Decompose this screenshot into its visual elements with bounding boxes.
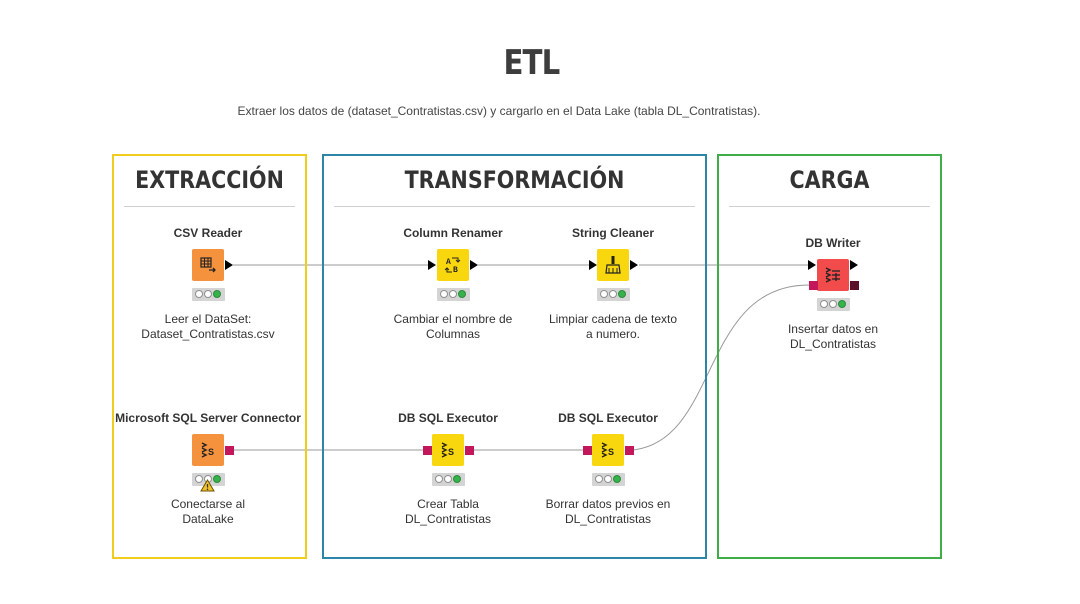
output-port[interactable]	[225, 260, 233, 270]
node-label: Microsoft SQL Server Connector	[115, 411, 301, 425]
status-indicator	[437, 288, 470, 301]
section-divider	[124, 206, 295, 207]
input-port[interactable]	[808, 260, 816, 270]
node-description: Leer el DataSet: Dataset_Contratistas.cs…	[141, 312, 275, 341]
rename-icon: A B	[444, 257, 461, 275]
section-extraccion-title: EXTRACCIÓN	[135, 166, 284, 194]
output-port[interactable]	[850, 260, 858, 270]
svg-text:S: S	[208, 447, 214, 457]
status-indicator	[592, 473, 625, 486]
db-output-port[interactable]	[465, 446, 474, 455]
database-icon: S	[441, 442, 454, 458]
node-description: Insertar datos en DL_Contratistas	[787, 322, 879, 351]
node-label: Column Renamer	[403, 226, 503, 240]
status-indicator	[817, 298, 850, 311]
output-port[interactable]	[470, 260, 478, 270]
section-carga: CARGA	[717, 154, 942, 559]
writer-icon	[825, 267, 840, 283]
node-label: DB SQL Executor	[558, 411, 658, 425]
db-input-port[interactable]	[809, 281, 818, 290]
page-title: ETL	[503, 43, 560, 83]
sql-executor-delete-node[interactable]: S	[592, 434, 624, 466]
db-input-port[interactable]	[423, 446, 432, 455]
node-label: CSV Reader	[173, 226, 243, 240]
section-transformacion: TRANSFORMACIÓN	[322, 154, 707, 559]
node-description: Crear Tabla DL_Contratistas	[404, 497, 492, 526]
status-indicator	[192, 288, 225, 301]
node-label: DB SQL Executor	[398, 411, 498, 425]
db-output-port[interactable]	[850, 281, 859, 290]
sql-connector-node[interactable]: S	[192, 434, 224, 466]
node-description: Cambiar el nombre de Columnas	[393, 312, 513, 341]
table-arrow-icon	[200, 257, 216, 273]
db-writer-node[interactable]	[817, 259, 849, 291]
svg-text:A: A	[446, 258, 451, 267]
svg-text:S: S	[448, 447, 454, 457]
input-port[interactable]	[589, 260, 597, 270]
sql-executor-create-node[interactable]: S	[432, 434, 464, 466]
svg-text:B: B	[453, 266, 458, 275]
page-subtitle: Extraer los datos de (dataset_Contratist…	[237, 104, 761, 118]
section-transformacion-title: TRANSFORMACIÓN	[404, 166, 625, 194]
section-carga-title: CARGA	[789, 166, 870, 194]
connection-executor-2-to-db-writer[interactable]	[632, 284, 810, 451]
db-input-port[interactable]	[583, 446, 592, 455]
node-description: Borrar datos previos en DL_Contratistas	[545, 497, 671, 526]
database-icon: S	[201, 442, 214, 458]
node-description: Limpiar cadena de texto a numero.	[548, 312, 678, 341]
node-label: String Cleaner	[571, 226, 655, 240]
section-extraccion: EXTRACCIÓN	[112, 154, 307, 559]
column-renamer-node[interactable]: A B	[437, 249, 469, 281]
input-port[interactable]	[428, 260, 436, 270]
db-output-port[interactable]	[225, 446, 234, 455]
section-divider	[729, 206, 930, 207]
status-indicator	[192, 473, 225, 486]
node-description: Conectarse al DataLake	[170, 497, 246, 526]
status-indicator	[597, 288, 630, 301]
string-cleaner-node[interactable]	[597, 249, 629, 281]
section-divider	[334, 206, 695, 207]
db-output-port[interactable]	[625, 446, 634, 455]
node-label: DB Writer	[805, 236, 861, 250]
broom-icon	[605, 256, 621, 274]
svg-text:S: S	[608, 447, 614, 457]
csv-reader-node[interactable]	[192, 249, 224, 281]
database-icon: S	[601, 442, 614, 458]
warning-icon	[200, 479, 215, 492]
output-port[interactable]	[630, 260, 638, 270]
status-indicator	[432, 473, 465, 486]
